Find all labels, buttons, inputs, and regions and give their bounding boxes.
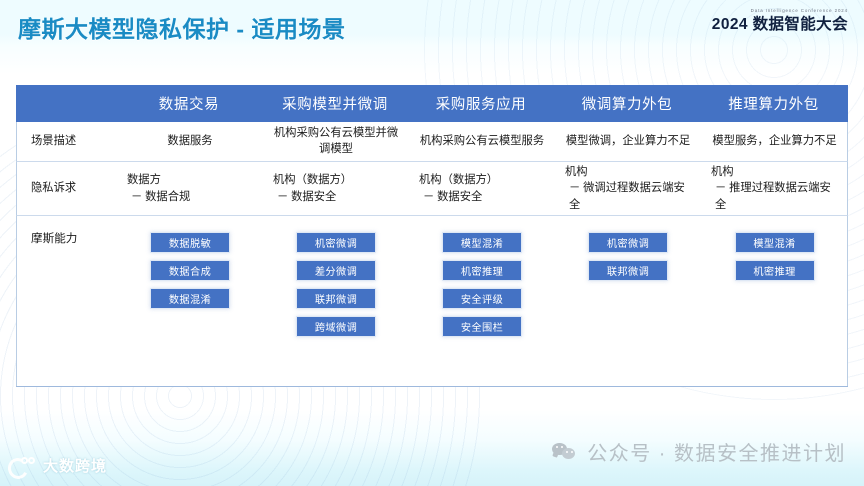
capability-badge[interactable]: 机密微调 [588,232,668,253]
scenario-table: 数据交易 采购模型并微调 采购服务应用 微调算力外包 推理算力外包 场景描述 数… [16,85,848,387]
capability-badge[interactable]: 联邦微调 [588,260,668,281]
capability-badge[interactable]: 模型混淆 [442,232,522,253]
privacy-demand-sub-1: － 数据合规 [131,190,191,203]
scenario-description-cell-4: 模型微调，企业算力不足 [565,134,691,147]
capability-column-3: 模型混淆 机密推理 安全评级 安全围栏 [409,222,555,378]
page-title: 摩斯大模型隐私保护 - 适用场景 [18,16,346,42]
brand-label: 大数跨境 [43,458,108,475]
row-label-morse-capability: 摩斯能力 [31,232,78,245]
capability-badge[interactable]: 机密微调 [296,232,376,253]
privacy-demand-main-5: 机构 [711,165,734,178]
capability-badge[interactable]: 机密推理 [442,260,522,281]
capability-badge[interactable]: 数据合成 [150,260,230,281]
privacy-demand-main-1: 数据方 [127,174,161,187]
table-header-corner [16,85,116,122]
table-header-model-finetune: 采购模型并微调 [282,97,388,113]
capability-column-2: 机密微调 差分微调 联邦微调 跨域微调 [263,222,409,378]
capability-column-5: 模型混淆 机密推理 [701,222,848,378]
capability-badge[interactable]: 差分微调 [296,260,376,281]
privacy-demand-main-4: 机构 [565,165,588,178]
conference-logo: Data Intelligence Conference 2024 2024 数… [711,8,848,34]
privacy-demand-main-3: 机构（数据方） [419,174,499,187]
table-header-data-trade: 数据交易 [158,97,220,113]
privacy-demand-sub-3: － 数据安全 [423,190,483,203]
brand-watermark: 大数跨境 [5,454,108,482]
conference-logo-english: Data Intelligence Conference 2024 [750,8,848,13]
privacy-demand-cell-1: 数据方 － 数据合规 [117,162,263,215]
scenario-description-cell-5: 模型服务，企业算力不足 [712,134,837,147]
row-label-scenario-description: 场景描述 [31,134,77,147]
capability-badge[interactable]: 机密推理 [734,260,815,281]
capability-column-4: 机密微调 联邦微调 [555,222,701,378]
privacy-demand-sub-5: － 推理过程数据云端安全 [715,182,831,211]
capability-badge[interactable]: 安全评级 [442,288,522,309]
conference-logo-chinese: 2024 数据智能大会 [711,16,848,34]
table-row-scenario-description: 场景描述 数据服务 机构采购公有云模型并微调模型 机构采购公有云模型服务 模型微… [16,122,848,162]
table-header-finetune-outsource: 微调算力外包 [581,97,673,113]
privacy-demand-sub-2: － 数据安全 [277,190,337,203]
table-header-inference-outsource: 推理算力外包 [728,97,819,113]
row-label-privacy-demand: 隐私诉求 [31,182,77,195]
privacy-demand-cell-2: 机构（数据方） － 数据安全 [263,162,409,215]
capability-badge[interactable]: 数据脱敏 [150,232,230,253]
scenario-description-cell-3: 机构采购公有云模型服务 [419,134,545,147]
capability-badge[interactable]: 联邦微调 [296,288,376,309]
scenario-description-cell-1: 数据服务 [167,134,213,147]
table-row-privacy-demand: 隐私诉求 数据方 － 数据合规 机构（数据方） － 数据安全 机构（数据方） －… [16,162,848,216]
wechat-icon [552,442,578,462]
table-header-row: 数据交易 采购模型并微调 采购服务应用 微调算力外包 推理算力外包 [16,85,848,122]
table-header-service-app: 采购服务应用 [435,97,527,113]
capability-column-1: 数据脱敏 数据合成 数据混淆 [117,222,263,378]
brand-logo-icon [5,454,38,482]
capability-badge[interactable]: 安全围栏 [442,316,522,337]
capability-badge[interactable]: 模型混淆 [734,232,815,253]
table-row-morse-capability: 摩斯能力 数据脱敏 数据合成 数据混淆 机密微调 差分微调 联邦微调 跨域微调 … [16,216,848,386]
scenario-description-cell-2: 机构采购公有云模型并微调模型 [273,127,399,155]
privacy-demand-cell-3: 机构（数据方） － 数据安全 [409,162,555,215]
privacy-demand-sub-4: － 微调过程数据云端安全 [569,182,685,211]
privacy-demand-cell-4: 机构 － 微调过程数据云端安全 [555,162,701,215]
capability-badge[interactable]: 数据混淆 [150,288,230,309]
wechat-account-label: 公众号 · 数据安全推进计划 [587,443,846,465]
privacy-demand-cell-5: 机构 － 推理过程数据云端安全 [701,162,848,215]
privacy-demand-main-2: 机构（数据方） [273,174,353,187]
wechat-account-block: 公众号 · 数据安全推进计划 [552,437,846,466]
capability-badge[interactable]: 跨域微调 [296,316,376,337]
